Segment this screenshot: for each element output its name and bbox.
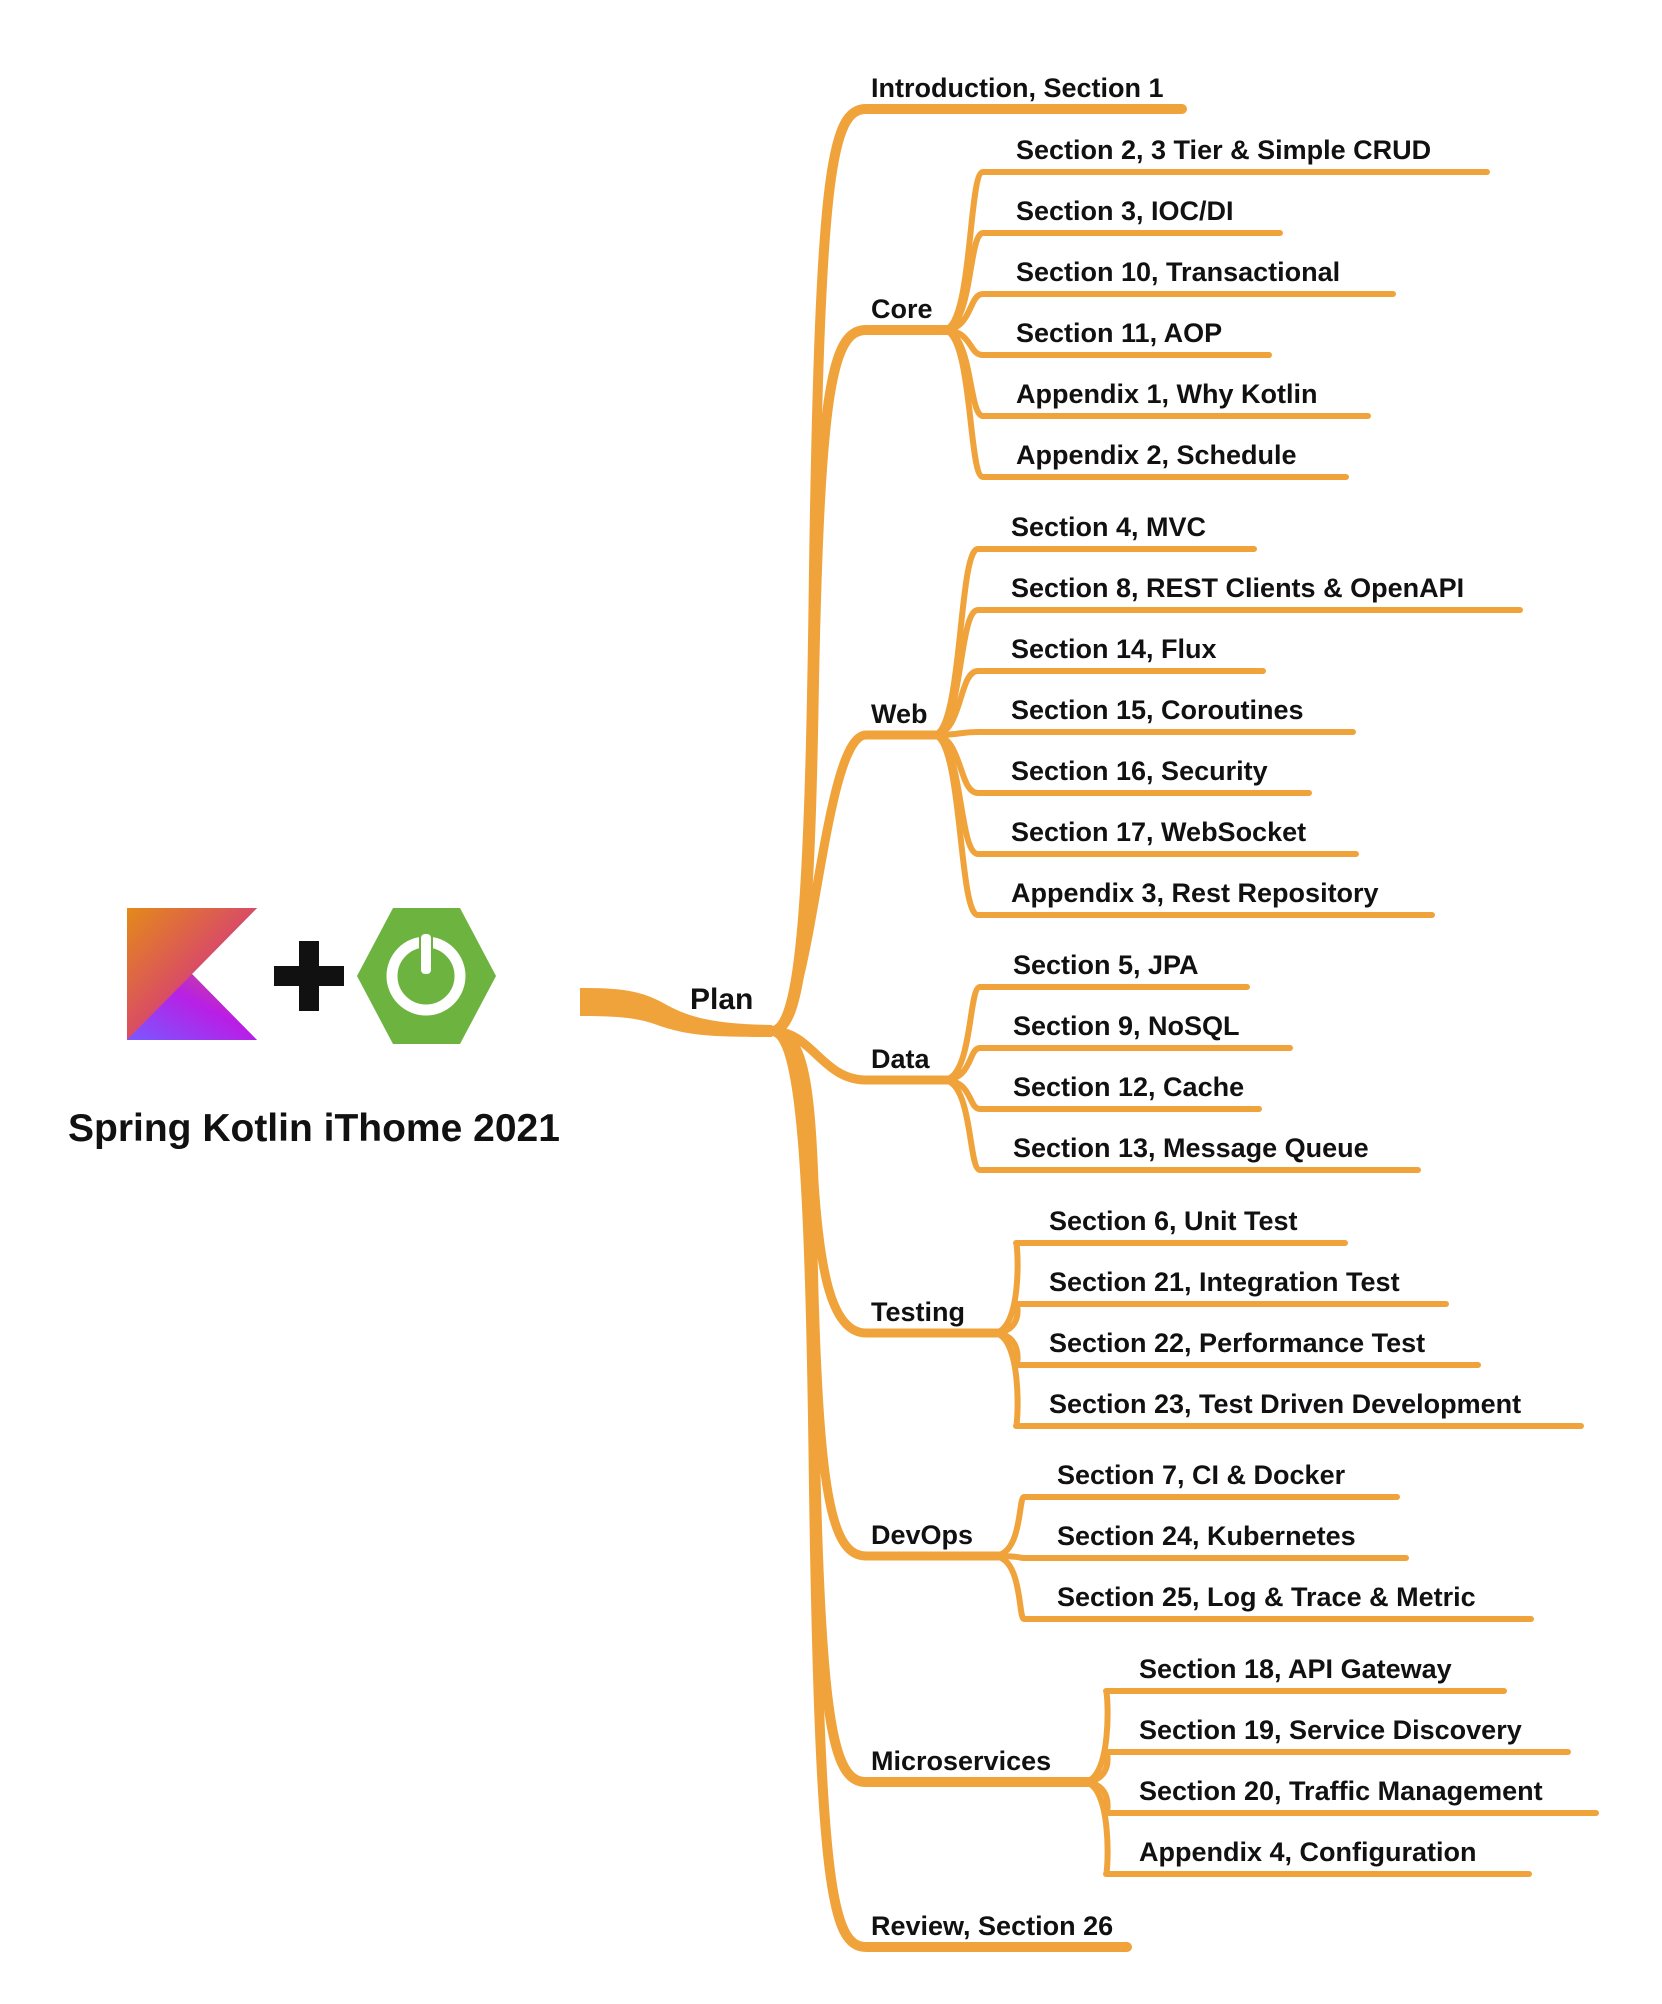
leaf-node: Section 10, Transactional bbox=[1016, 257, 1340, 287]
leaf-node: Section 12, Cache bbox=[1013, 1072, 1244, 1102]
leaf-node: Section 16, Security bbox=[1011, 756, 1268, 786]
group-node-testing: Testing bbox=[871, 1297, 965, 1327]
group-node-core: Core bbox=[871, 294, 933, 324]
leaf-node: Section 9, NoSQL bbox=[1013, 1011, 1240, 1041]
leaf-node: Section 18, API Gateway bbox=[1139, 1654, 1452, 1684]
leaf-branch bbox=[990, 1239, 1348, 1336]
leaf-branch bbox=[940, 327, 1349, 481]
leaf-branch bbox=[940, 327, 1272, 358]
leaf-node: Section 21, Integration Test bbox=[1049, 1267, 1400, 1297]
leaf-branch bbox=[990, 1330, 1584, 1429]
leaf-node: Appendix 2, Schedule bbox=[1016, 440, 1297, 470]
leaf-branch bbox=[930, 607, 1523, 738]
leaf-node: Section 11, AOP bbox=[1016, 318, 1222, 348]
kotlin-logo-icon bbox=[127, 908, 257, 1040]
leaf-node: Section 22, Performance Test bbox=[1049, 1328, 1425, 1358]
leaf-branch bbox=[1080, 1688, 1507, 1785]
leaf-node: Section 20, Traffic Management bbox=[1139, 1776, 1543, 1806]
group-node-introduction-section-1: Introduction, Section 1 bbox=[871, 73, 1164, 103]
leaf-node: Section 19, Service Discovery bbox=[1139, 1715, 1522, 1745]
branch-review-section-26 bbox=[767, 1026, 1132, 1952]
leaf-branch bbox=[940, 1045, 1293, 1083]
leaf-branch bbox=[990, 1301, 1449, 1336]
leaf-node: Appendix 3, Rest Repository bbox=[1011, 878, 1379, 908]
leaf-node: Section 8, REST Clients & OpenAPI bbox=[1011, 573, 1464, 603]
diagram-title: Spring Kotlin iThome 2021 bbox=[68, 1107, 560, 1150]
leaf-node: Section 23, Test Driven Development bbox=[1049, 1389, 1521, 1419]
leaf-node: Section 17, WebSocket bbox=[1011, 817, 1306, 847]
leaf-branch bbox=[940, 984, 1250, 1083]
leaf-node: Appendix 1, Why Kotlin bbox=[1016, 379, 1318, 409]
leaf-branch bbox=[930, 668, 1266, 738]
leaf-branch bbox=[940, 230, 1283, 333]
leaf-node: Section 25, Log & Trace & Metric bbox=[1057, 1582, 1476, 1612]
spring-power-logo-icon bbox=[357, 908, 496, 1044]
group-node-web: Web bbox=[871, 699, 928, 729]
leaf-branch bbox=[1080, 1779, 1532, 1877]
group-node-review-section-26: Review, Section 26 bbox=[871, 1911, 1113, 1941]
plus-icon bbox=[274, 941, 344, 1011]
root-connector bbox=[580, 988, 772, 1037]
leaf-node: Section 6, Unit Test bbox=[1049, 1206, 1298, 1236]
leaf-branch bbox=[940, 169, 1490, 333]
leaf-node: Section 3, IOC/DI bbox=[1016, 196, 1234, 226]
leaf-branch bbox=[940, 1077, 1262, 1113]
leaf-branch bbox=[930, 729, 1356, 738]
leaf-node: Section 5, JPA bbox=[1013, 950, 1199, 980]
leaf-branch bbox=[930, 732, 1435, 918]
leaf-node: Appendix 4, Configuration bbox=[1139, 1837, 1477, 1867]
leaf-branch bbox=[940, 291, 1396, 333]
group-node-microservices: Microservices bbox=[871, 1746, 1051, 1776]
leaf-branch bbox=[990, 1553, 1409, 1561]
leaf-branch bbox=[1080, 1748, 1571, 1785]
root-node-plan: Plan bbox=[690, 983, 753, 1016]
branch-web bbox=[767, 730, 948, 1036]
group-node-devops: DevOps bbox=[871, 1520, 973, 1550]
leaf-node: Section 14, Flux bbox=[1011, 634, 1217, 664]
leaf-branch bbox=[930, 732, 1312, 796]
leaf-branch bbox=[940, 1077, 1421, 1173]
group-node-data: Data bbox=[871, 1044, 931, 1074]
logo-row bbox=[127, 908, 496, 1044]
leaf-node: Section 4, MVC bbox=[1011, 512, 1206, 542]
leaf-branch bbox=[940, 327, 1371, 419]
leaf-node: Section 15, Coroutines bbox=[1011, 695, 1304, 725]
leaf-node: Section 7, CI & Docker bbox=[1057, 1460, 1346, 1490]
leaf-node: Section 2, 3 Tier & Simple CRUD bbox=[1016, 135, 1431, 165]
leaf-branch bbox=[990, 1494, 1400, 1559]
leaf-node: Section 13, Message Queue bbox=[1013, 1133, 1369, 1163]
leaf-node: Section 24, Kubernetes bbox=[1057, 1521, 1356, 1551]
leaf-branch bbox=[990, 1553, 1534, 1622]
